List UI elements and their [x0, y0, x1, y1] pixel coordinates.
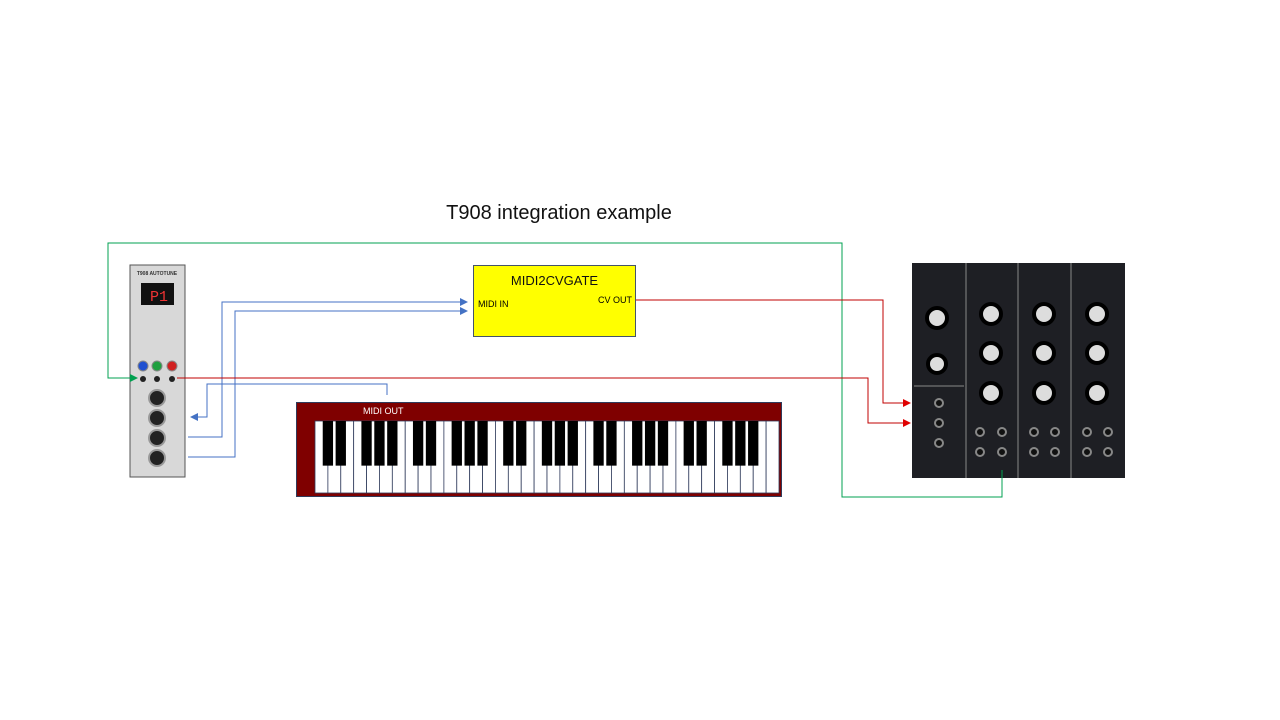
autotune-name: T908 AUTOTUNE [137, 271, 178, 277]
midi2cvgate-name: MIDI2CVGATE [510, 273, 599, 288]
moog-modules [912, 263, 1125, 478]
autotune-display: P1 [150, 289, 168, 306]
black-key[interactable] [593, 421, 604, 466]
midi-out-label: MIDI OUT [363, 406, 404, 416]
midi-out-wire [190, 383, 388, 421]
black-key[interactable] [464, 421, 475, 466]
midi-in-wire [188, 307, 468, 458]
midi2cvgate-box: MIDI2CVGATE MIDI IN CV OUT [473, 265, 636, 337]
midi-in-label: MIDI IN [478, 299, 509, 309]
t908-autotune-module: T908 AUTOTUNE P1 [129, 264, 186, 478]
cv-out-wire [636, 299, 911, 407]
black-key[interactable] [748, 421, 759, 466]
black-key[interactable] [322, 421, 334, 466]
black-key[interactable] [425, 421, 437, 466]
midi-keyboard: MIDI OUT [296, 402, 782, 497]
gate-wire [107, 242, 1003, 498]
black-key[interactable] [451, 421, 462, 466]
black-key[interactable] [374, 421, 385, 466]
black-key[interactable] [361, 421, 372, 466]
white-key[interactable] [765, 420, 780, 494]
black-key[interactable] [503, 421, 514, 466]
black-key[interactable] [735, 421, 746, 466]
keys [314, 420, 780, 494]
black-key[interactable] [477, 421, 488, 466]
diagram-title: T908 integration example [446, 202, 672, 224]
black-key[interactable] [541, 421, 553, 466]
black-key[interactable] [554, 421, 566, 466]
black-key[interactable] [335, 421, 346, 466]
cv-autotune-wire [177, 377, 911, 427]
black-key[interactable] [606, 421, 617, 466]
black-key[interactable] [412, 421, 424, 466]
black-key[interactable] [683, 421, 694, 466]
midi-thru-wire [188, 298, 468, 438]
black-key[interactable] [722, 421, 733, 466]
black-key[interactable] [516, 421, 527, 466]
cv-out-label: CV OUT [597, 295, 632, 305]
black-key[interactable] [657, 421, 669, 466]
black-key[interactable] [567, 421, 578, 466]
black-key[interactable] [632, 421, 643, 466]
black-key[interactable] [644, 421, 656, 466]
black-key[interactable] [696, 421, 707, 466]
black-key[interactable] [387, 421, 398, 466]
